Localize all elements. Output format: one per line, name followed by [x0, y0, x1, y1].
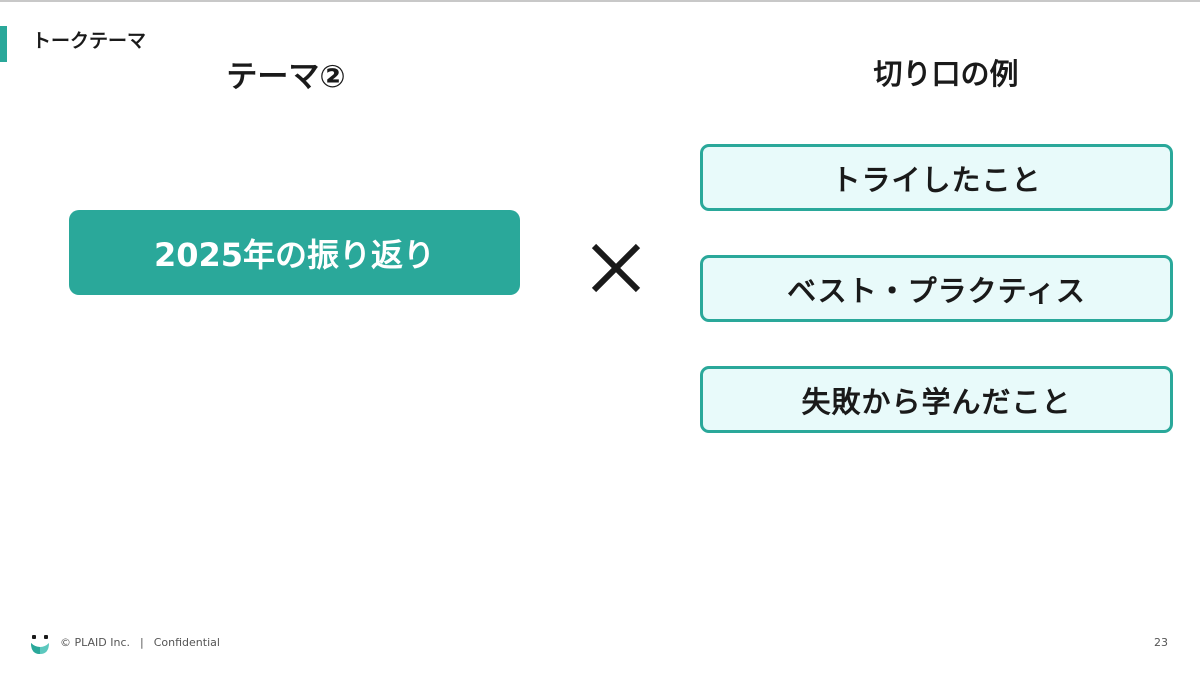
footer-separator: | — [140, 636, 144, 649]
section-label: トークテーマ — [32, 30, 147, 52]
section-accent-bar — [0, 26, 7, 62]
top-divider — [0, 0, 1200, 2]
times-icon — [591, 243, 641, 293]
angle-label: トライしたこと — [831, 162, 1042, 197]
theme-text: 2025年の振り返り — [153, 235, 436, 274]
theme-box: 2025年の振り返り — [69, 210, 520, 295]
angle-label: 失敗から学んだこと — [801, 384, 1072, 419]
angles-heading: 切り口の例 — [873, 57, 1019, 91]
copyright-text: © PLAID Inc. — [60, 636, 131, 649]
angle-box-best-practice: ベスト・プラクティス — [700, 255, 1173, 322]
footer-text: © PLAID Inc. | Confidential — [60, 636, 220, 650]
page-number: 23 — [1154, 636, 1168, 649]
confidential-text: Confidential — [153, 636, 220, 649]
angle-label: ベスト・プラクティス — [787, 273, 1086, 308]
theme-heading: テーマ② — [226, 59, 346, 95]
angle-box-tried: トライしたこと — [700, 144, 1173, 211]
plaid-logo-icon — [31, 635, 49, 654]
angle-box-lessons: 失敗から学んだこと — [700, 366, 1173, 433]
